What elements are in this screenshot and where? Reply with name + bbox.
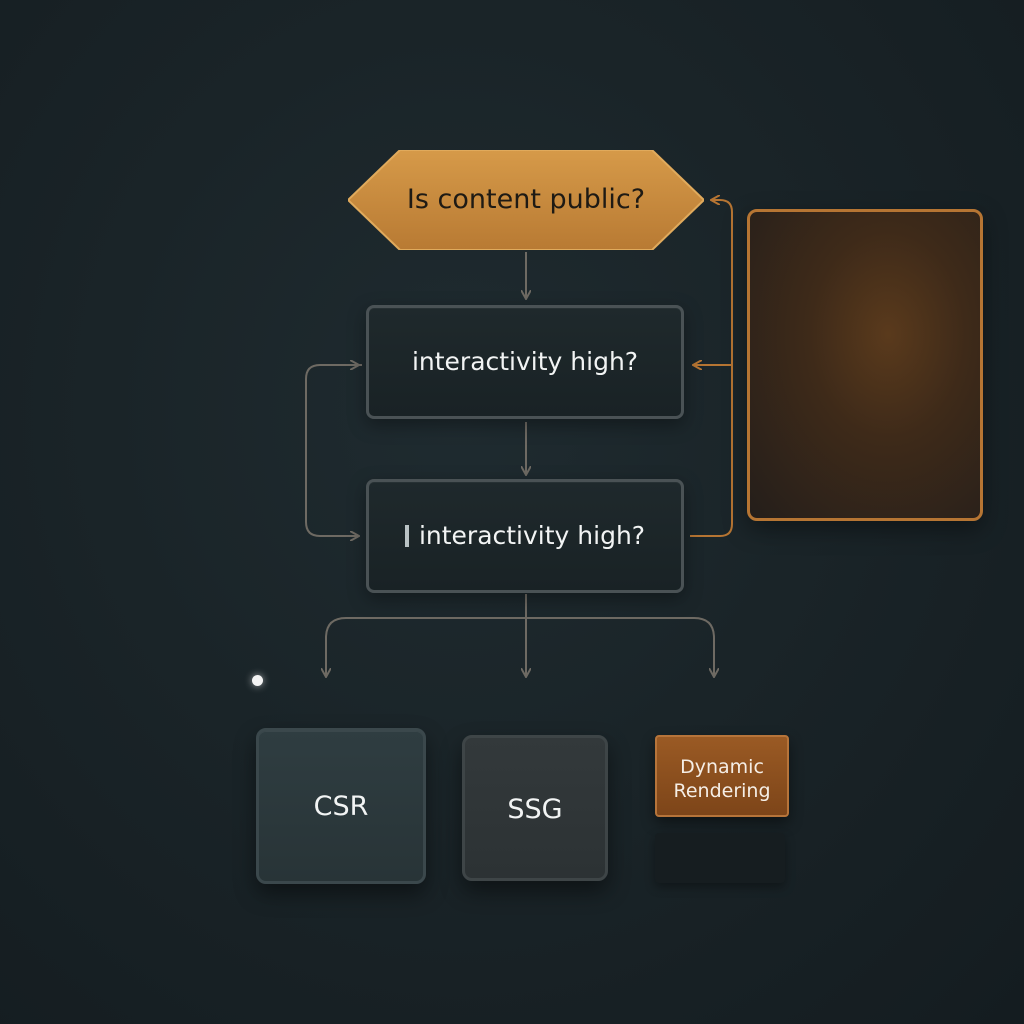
text-cursor-icon [404, 525, 409, 547]
outcome-dynamic-rendering-label: Dynamic Rendering [673, 756, 771, 802]
outcome-dynamic-rendering: Dynamic Rendering [655, 735, 789, 817]
outcome-csr-label: CSR [313, 791, 369, 822]
decision-node-shape [348, 150, 704, 250]
question-node-1-label: interactivity high? [411, 347, 639, 376]
arrow-branch-right [526, 617, 714, 676]
question-node-2-label-wrap: interactivity high? [369, 482, 681, 590]
arrow-panel-feedback [690, 200, 733, 537]
outcome-csr: CSR [256, 728, 426, 884]
question-node-1: interactivity high? [366, 305, 684, 419]
question-node-2: interactivity high? [366, 479, 684, 593]
decision-node-label: Is content public? [406, 184, 646, 215]
question-node-2-label: interactivity high? [418, 521, 646, 550]
arrow-left-loop [305, 364, 362, 536]
indicator-dot [252, 675, 263, 686]
arrow-branch-left [326, 617, 526, 676]
outcome-ssg: SSG [462, 735, 608, 881]
outcome-ssg-label: SSG [507, 794, 563, 825]
outcome-dynamic-rendering-base [655, 833, 785, 883]
side-panel [747, 209, 983, 521]
